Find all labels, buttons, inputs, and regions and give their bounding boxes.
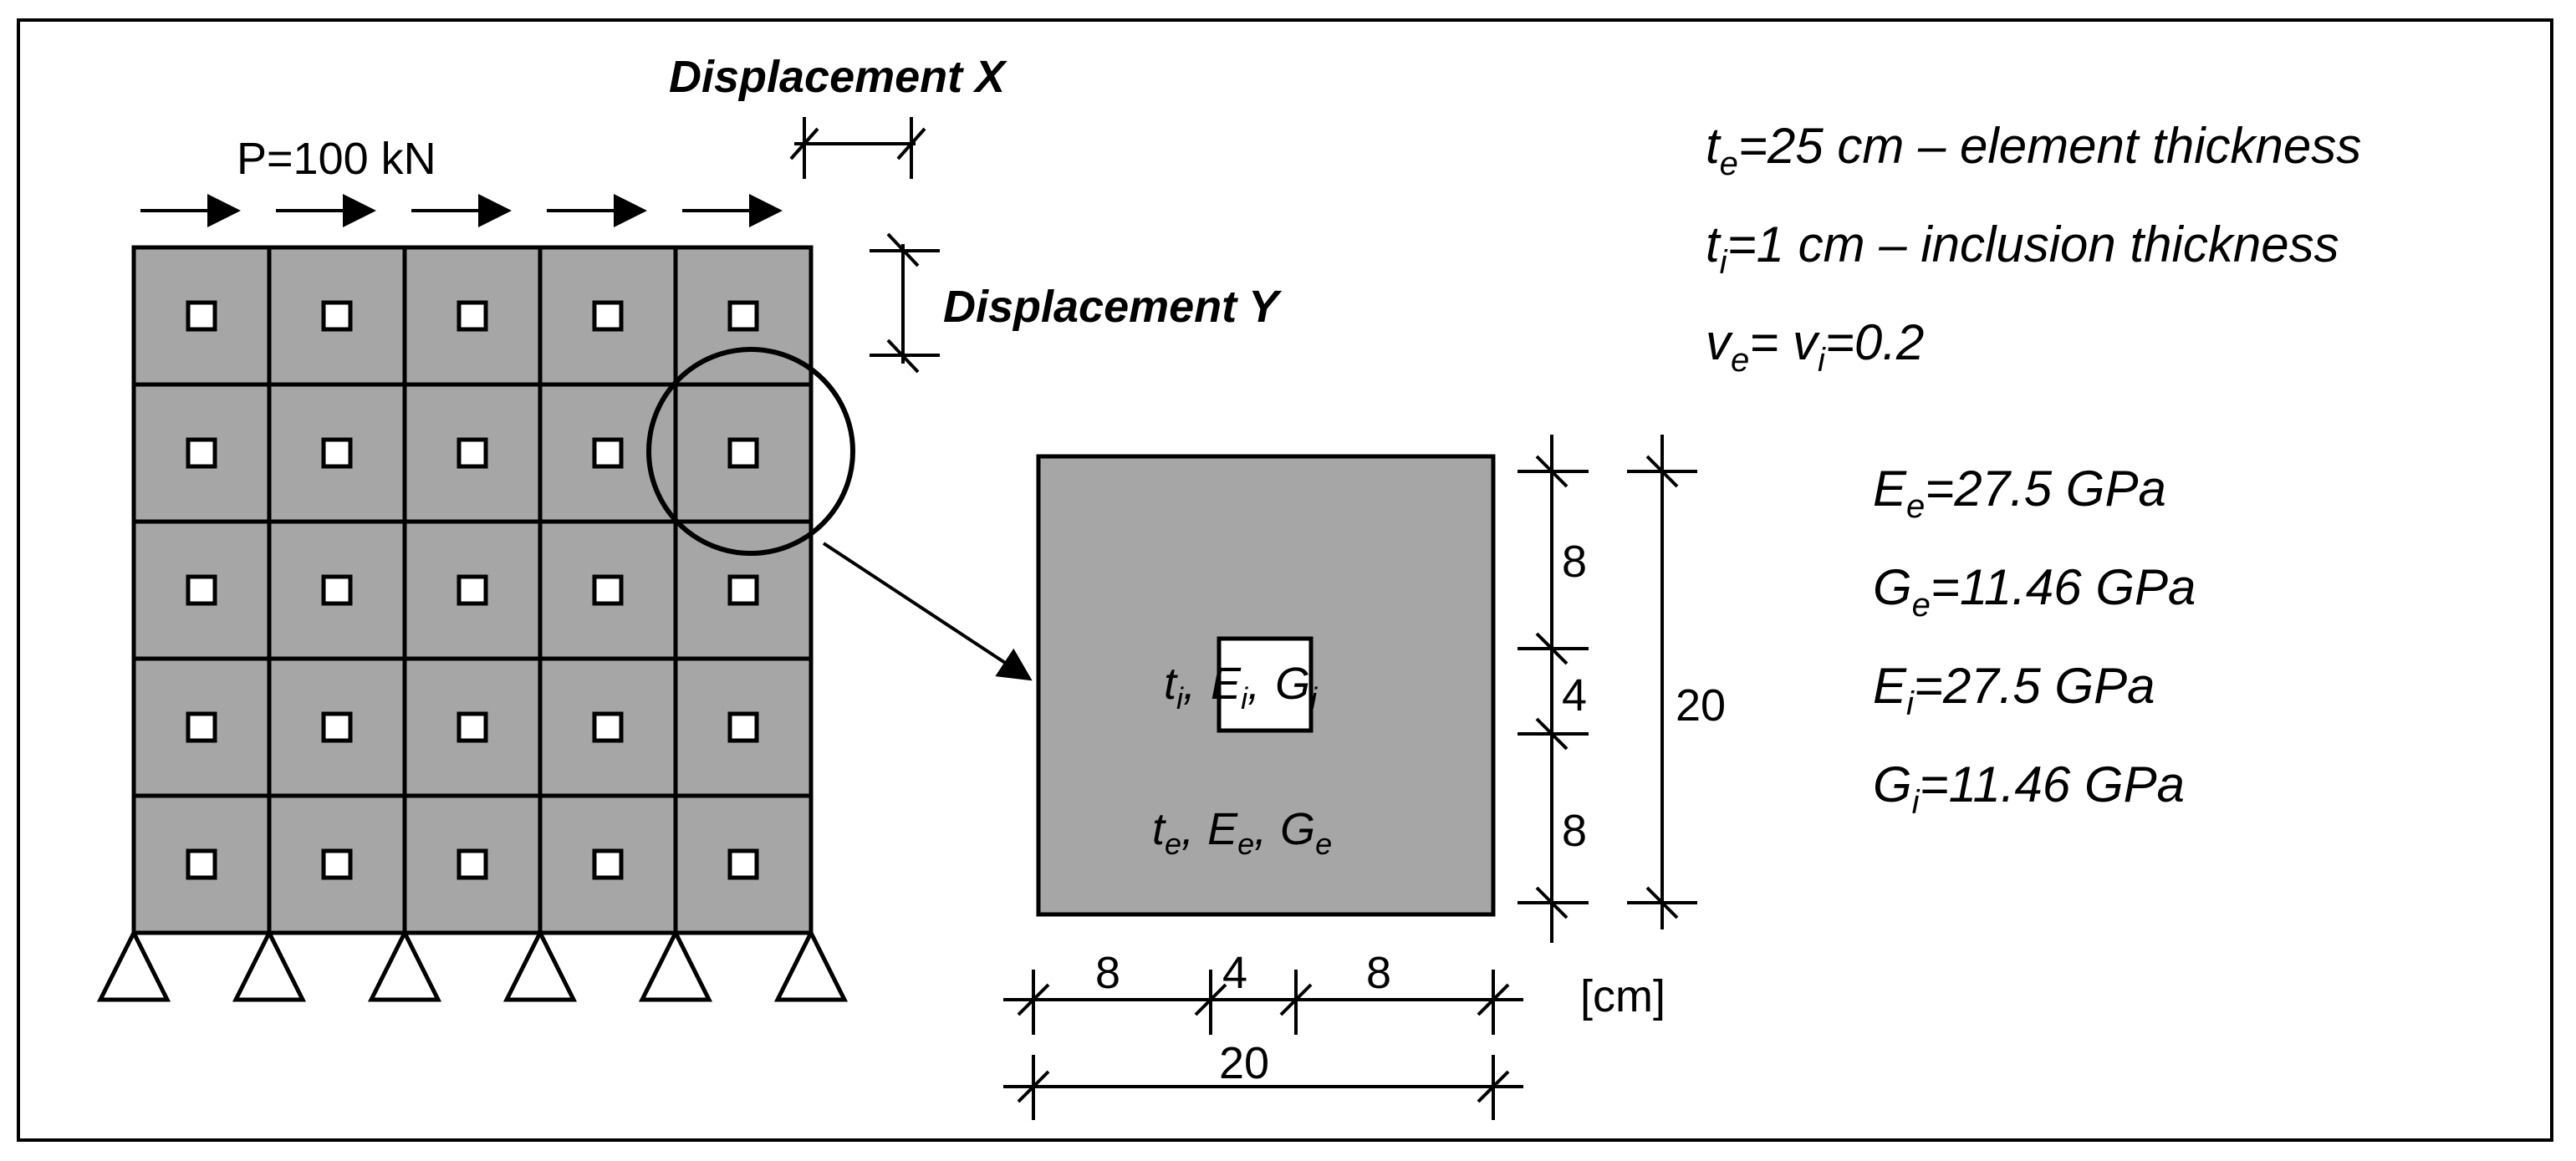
mesh-inclusion xyxy=(727,437,759,469)
mesh-inclusion xyxy=(592,711,624,743)
displacement-y-indicator xyxy=(870,232,940,374)
dim-v-mid: 4 xyxy=(1562,670,1587,721)
load-label: P=100 kN xyxy=(237,134,436,184)
detail-inclusion xyxy=(1217,636,1314,733)
support-triangle xyxy=(773,928,849,1002)
mesh-inclusion xyxy=(321,300,353,332)
support-triangle xyxy=(367,928,442,1002)
mesh-inclusion xyxy=(457,574,488,606)
zoom-circle xyxy=(646,347,855,556)
prop-poisson: ve= vi=0.2 xyxy=(1706,314,1924,379)
mesh-element xyxy=(131,793,272,935)
prop-inclusion-thickness: ti=1 cm – inclusion thickness xyxy=(1706,216,2339,281)
mesh-inclusion xyxy=(457,711,488,743)
support-triangle xyxy=(96,928,171,1002)
mesh-inclusion xyxy=(321,711,353,743)
mesh-inclusion xyxy=(727,300,759,332)
dim-h-right: 8 xyxy=(1366,948,1391,998)
displacement-x-indicator xyxy=(789,117,926,179)
mesh-inclusion xyxy=(727,574,759,606)
supports xyxy=(96,928,849,1002)
element-properties: te,Ee,Ge xyxy=(1152,804,1332,861)
dim-h-left: 8 xyxy=(1095,948,1120,998)
mesh-element xyxy=(267,793,407,935)
dim-v-bottom: 8 xyxy=(1562,806,1587,856)
dim-v-top: 8 xyxy=(1562,537,1587,587)
dim-h-total: 20 xyxy=(1219,1038,1269,1088)
zoom-arrow xyxy=(822,542,1033,681)
mesh-inclusion xyxy=(186,711,217,743)
mesh-inclusion xyxy=(321,437,353,469)
modulus-line: Gi=11.46 GPa xyxy=(1873,756,2185,821)
figure-frame xyxy=(17,18,2553,1142)
modulus-line: Ee=27.5 GPa xyxy=(1873,461,2166,525)
displacement-x-label: Displacement X xyxy=(669,52,1007,102)
inclusion-properties: ti,Ei,Gi xyxy=(1164,659,1318,715)
horizontal-dimensions xyxy=(1003,970,1523,1120)
mesh-inclusion xyxy=(186,300,217,332)
displacement-y-label: Displacement Y xyxy=(943,282,1283,332)
mesh-inclusion xyxy=(592,300,624,332)
mesh-inclusion xyxy=(457,300,488,332)
mesh-inclusion xyxy=(457,848,488,880)
mesh-inclusion xyxy=(457,437,488,469)
mesh-inclusion xyxy=(186,848,217,880)
modulus-line: Ge=11.46 GPa xyxy=(1873,559,2196,624)
mesh-inclusion xyxy=(592,574,624,606)
dim-h-mid: 4 xyxy=(1222,948,1247,998)
mesh-inclusion xyxy=(592,437,624,469)
support-triangle xyxy=(232,928,307,1002)
mesh-inclusion xyxy=(321,848,353,880)
dim-v-total: 20 xyxy=(1676,680,1726,731)
mesh-inclusion xyxy=(186,574,217,606)
modulus-line: Ei=27.5 GPa xyxy=(1873,658,2155,722)
vertical-dimensions xyxy=(1518,435,1697,943)
dim-unit: [cm] xyxy=(1580,971,1665,1021)
mesh-inclusion xyxy=(727,711,759,743)
support-triangle xyxy=(502,928,578,1002)
support-triangle xyxy=(638,928,713,1002)
mesh-inclusion xyxy=(186,437,217,469)
prop-element-thickness: te=25 cm – element thickness xyxy=(1706,118,2361,182)
mesh-grid xyxy=(131,245,814,935)
mesh-inclusion xyxy=(321,574,353,606)
mesh-inclusion xyxy=(727,848,759,880)
mesh-inclusion xyxy=(592,848,624,880)
